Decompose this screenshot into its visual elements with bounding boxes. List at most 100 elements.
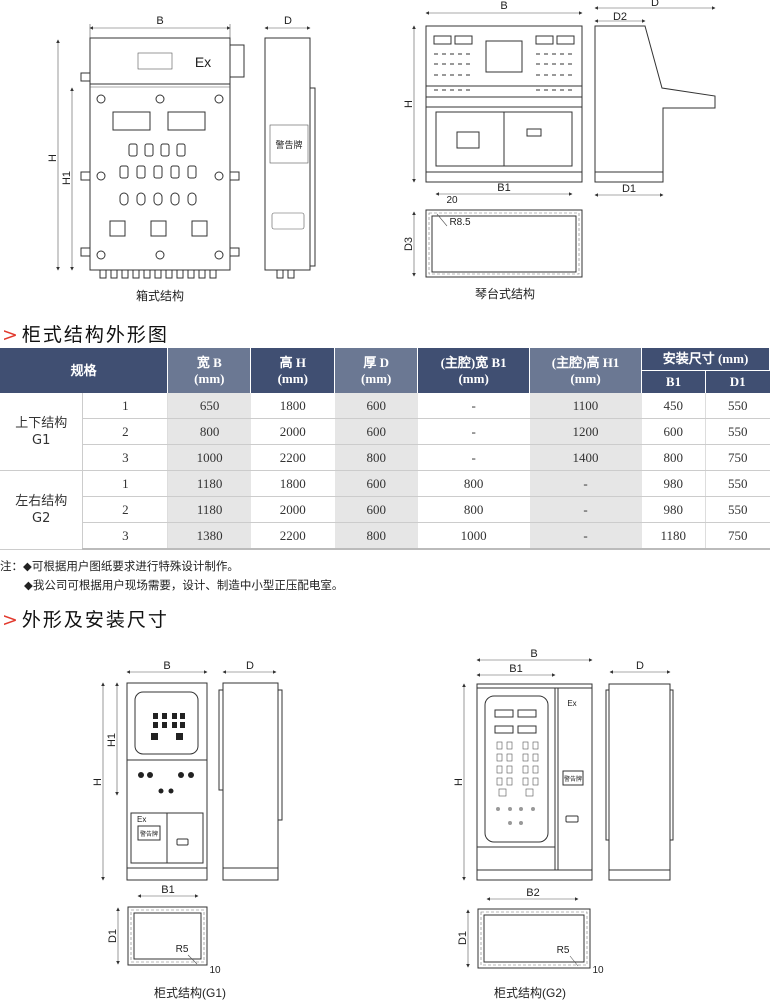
- cabinet-g2-drawing: B B1 H Ex 警告牌 D B2 D1 R5 10: [453, 648, 674, 1000]
- cabinet-g1-caption: 柜式结构(G1): [154, 985, 226, 1000]
- chevron-right-icon: >: [2, 324, 20, 346]
- table-cell: 800: [334, 444, 418, 471]
- table-cell: 2200: [250, 444, 335, 471]
- dim-r5: R5: [557, 945, 570, 956]
- table-cell: 800: [334, 522, 418, 550]
- table-cell: 1100: [529, 393, 642, 419]
- dim-h: H: [92, 778, 104, 786]
- ex-mark: Ex: [195, 54, 211, 70]
- table-cell: 450: [641, 393, 706, 419]
- table-cell: 550: [705, 496, 770, 523]
- dim-b: B: [156, 15, 163, 27]
- dim-d: D: [636, 660, 644, 672]
- dim-d1: D1: [622, 183, 636, 195]
- dim-h1: H1: [61, 171, 73, 185]
- table-cell: 1180: [167, 470, 251, 497]
- chevron-right-icon: >: [2, 609, 20, 631]
- table-cell: 2000: [250, 496, 335, 523]
- note-2: ◆我公司可根据用户现场需要，设计、制造中小型正压配电室。: [24, 578, 344, 592]
- table-cell: 1000: [167, 444, 251, 471]
- table-cell: 1800: [250, 393, 335, 419]
- table-cell: 1800: [250, 470, 335, 497]
- table-cell: 800: [641, 444, 706, 471]
- dim-d: D: [284, 15, 292, 27]
- dim-d: D: [246, 660, 254, 672]
- table-cell: -: [417, 444, 530, 471]
- dim-r85: R8.5: [449, 217, 471, 228]
- dim-b2: B2: [526, 887, 539, 899]
- table-cell: -: [529, 522, 642, 550]
- table-cell: 980: [641, 496, 706, 523]
- row-index: 3: [82, 444, 169, 471]
- table-cell: 550: [705, 418, 770, 445]
- header-spec: 规格: [0, 348, 169, 393]
- table-cell: 1400: [529, 444, 642, 471]
- dim-d1: D1: [107, 929, 119, 943]
- note-1: 注：◆可根据用户图纸要求进行特殊设计制作。: [0, 559, 239, 573]
- row-index: 1: [82, 470, 169, 497]
- header-width: 宽 B(mm): [167, 348, 252, 393]
- table-cell: 550: [705, 393, 770, 419]
- dim-b: B: [163, 660, 170, 672]
- row-index: 1: [82, 393, 169, 419]
- row-index: 2: [82, 496, 169, 523]
- warning-plate: 警告牌: [140, 830, 158, 838]
- ex-mark: Ex: [567, 699, 576, 708]
- table-cell: 600: [641, 418, 706, 445]
- table-cell: 1380: [167, 522, 251, 550]
- table-cell: 750: [705, 444, 770, 471]
- dim-b: B: [500, 0, 507, 12]
- dim-h: H: [403, 100, 415, 108]
- console-type-drawing: B H D D2 D1 B1 D3 20 R8.5 琴台式结构: [403, 0, 716, 301]
- table-cell: 1200: [529, 418, 642, 445]
- header-height: 高 H(mm): [250, 348, 336, 393]
- spec-table: 规格 宽 B(mm) 高 H(mm) 厚 D(mm) (主腔)宽 B1(mm) …: [0, 348, 770, 550]
- section-title-install: >外形及安装尺寸: [2, 605, 169, 632]
- dim-d2: D2: [613, 11, 627, 23]
- header-main-height: (主腔)高 H1(mm): [529, 348, 643, 393]
- dim-10: 10: [592, 965, 604, 976]
- table-cell: 1180: [167, 496, 251, 523]
- table-cell: 600: [334, 418, 418, 445]
- dim-b1: B1: [497, 182, 510, 194]
- dim-b1: B1: [161, 884, 174, 896]
- table-cell: -: [417, 418, 530, 445]
- section-title-text: 外形及安装尺寸: [21, 609, 169, 631]
- cabinet-g1-drawing: B H1 H Ex 警告牌 D B1 D1 R5 10 柜式结构(G1): [92, 660, 283, 1000]
- dim-h: H: [47, 154, 59, 162]
- table-cell: 600: [334, 470, 418, 497]
- dim-d3: D3: [403, 237, 415, 251]
- table-cell: 600: [334, 393, 418, 419]
- cabinet-g2-caption: 柜式结构(G2): [494, 985, 566, 1000]
- warning-plate: 警告牌: [564, 775, 582, 783]
- table-cell: 550: [705, 470, 770, 497]
- table-cell: 750: [705, 522, 770, 550]
- dim-d1: D1: [457, 931, 469, 945]
- section-title-text: 柜式结构外形图: [21, 324, 169, 346]
- table-cell: -: [529, 470, 642, 497]
- box-type-drawing: B H H1 Ex D 警告牌: [47, 15, 316, 303]
- header-main-width: (主腔)宽 B1(mm): [417, 348, 531, 393]
- header-install-b1: B1: [641, 370, 706, 393]
- table-cell: 1000: [417, 522, 530, 550]
- table-cell: 2000: [250, 418, 335, 445]
- table-cell: 980: [641, 470, 706, 497]
- table-cell: 800: [417, 470, 530, 497]
- dim-b1: B1: [509, 663, 522, 675]
- dim-d: D: [651, 0, 659, 9]
- table-cell: 600: [334, 496, 418, 523]
- table-cell: 800: [417, 496, 530, 523]
- dim-h: H: [453, 778, 465, 786]
- header-install: 安装尺寸 (mm): [641, 348, 770, 371]
- table-cell: -: [417, 393, 530, 419]
- dim-b: B: [530, 648, 537, 660]
- section-title-outline: >柜式结构外形图: [2, 320, 169, 347]
